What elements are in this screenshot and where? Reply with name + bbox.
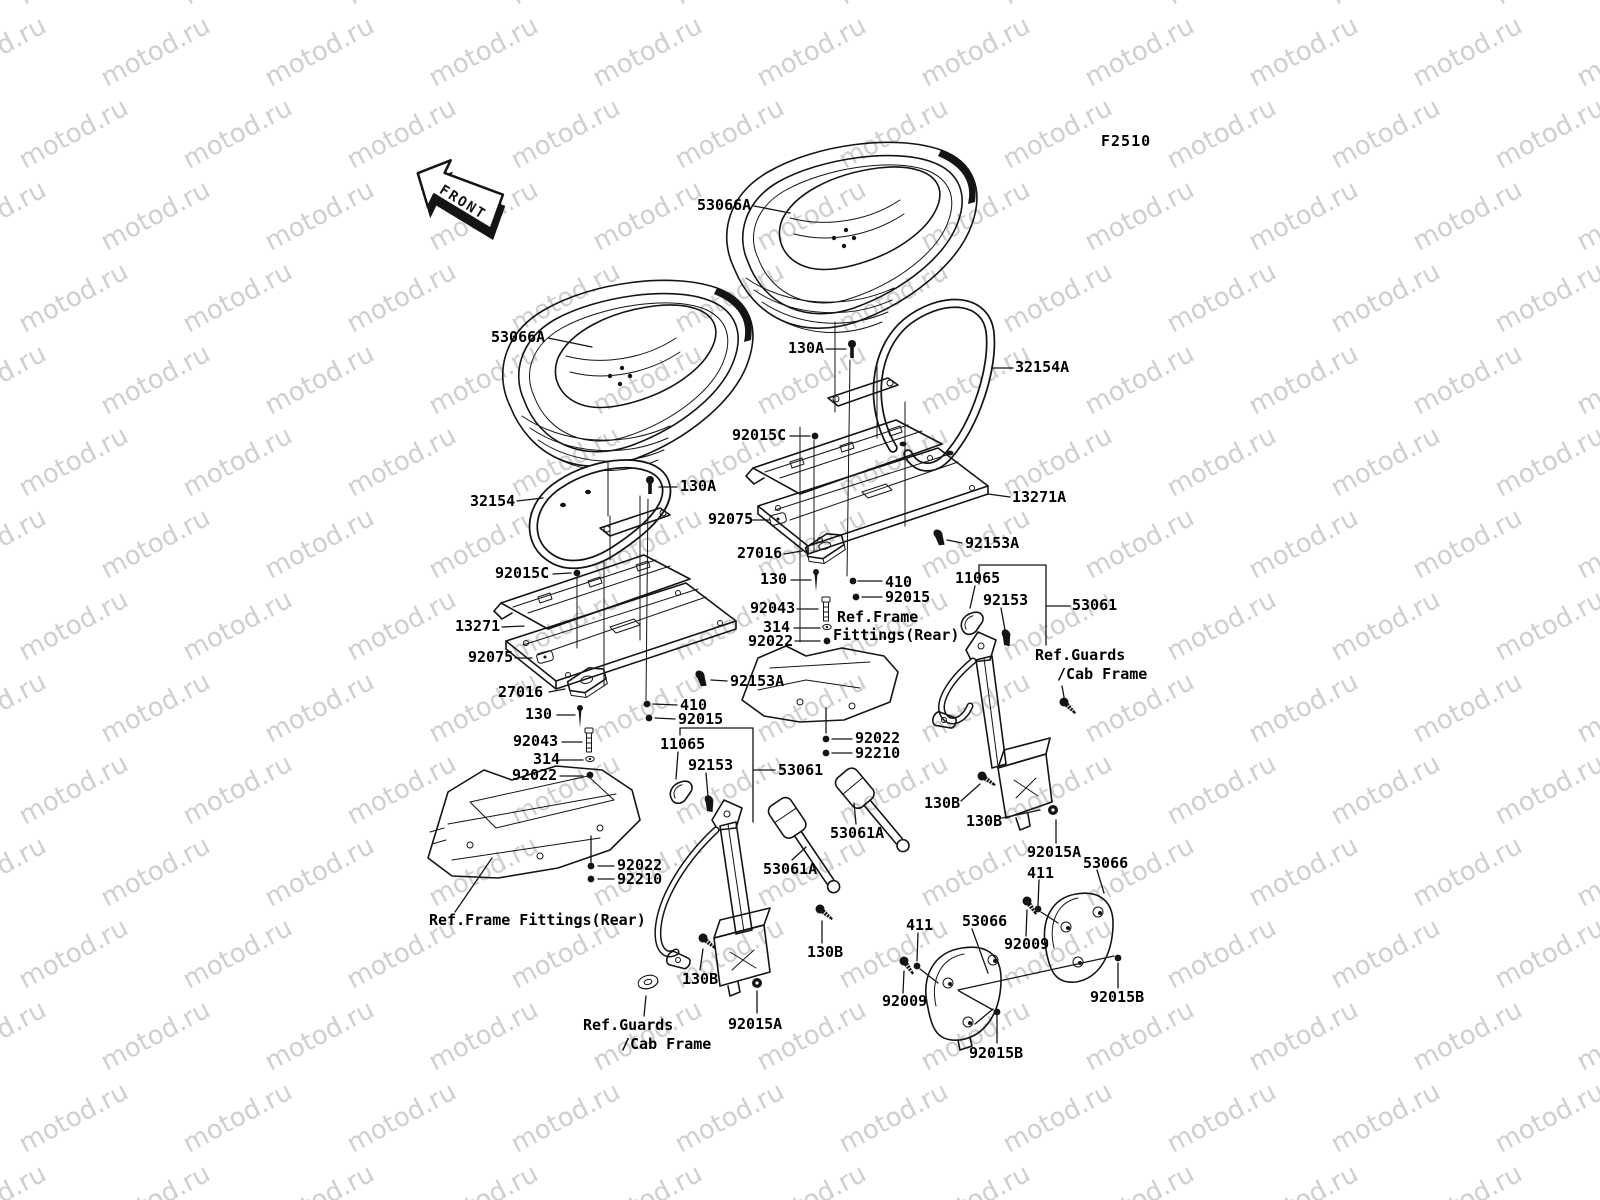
part-label: 53066A <box>697 196 752 214</box>
part-label: 130A <box>788 339 825 357</box>
part-label: 314 <box>533 750 561 768</box>
part-label: 130B <box>924 794 961 812</box>
part-label: 410 <box>885 573 913 591</box>
part-label: 411 <box>1027 864 1055 882</box>
frame-fitting-bracket-right <box>741 645 899 723</box>
seat-belt-left <box>654 799 771 997</box>
seat-belt-right <box>930 631 1053 831</box>
part-label: 53061A <box>830 824 885 842</box>
part-label: 92153 <box>688 756 734 774</box>
part-label: 130 <box>760 570 788 588</box>
belt-buckle-lower <box>767 796 841 894</box>
part-label: 410 <box>680 696 708 714</box>
part-label: 92015C <box>732 426 787 444</box>
part-label: 92015A <box>1027 843 1082 861</box>
part-label: 53061 <box>1072 596 1118 614</box>
part-label: 92153 <box>983 591 1029 609</box>
part-label: 92210 <box>617 870 663 888</box>
part-label: 92022 <box>748 632 794 650</box>
part-label: 92009 <box>882 992 928 1010</box>
part-label: 92153A <box>730 672 785 690</box>
part-label: Fittings(Rear) <box>833 626 960 644</box>
guard-pad-right <box>1043 892 1114 983</box>
part-label: Ref.Guards <box>1035 646 1126 664</box>
part-label: Ref.Frame Fittings(Rear) <box>429 911 646 929</box>
part-label: 32154A <box>1015 358 1070 376</box>
part-label: 11065 <box>955 569 1001 587</box>
seat-back-left <box>501 279 754 472</box>
part-label: 314 <box>763 618 791 636</box>
part-label: 92015A <box>728 1015 783 1033</box>
part-label: 13271 <box>455 617 501 635</box>
part-label: 27016 <box>737 544 783 562</box>
leader-lines <box>454 205 1119 1044</box>
part-label: 92022 <box>617 856 663 874</box>
part-label: 53061A <box>763 860 818 878</box>
part-label: 92015 <box>885 588 931 606</box>
part-label: 13271A <box>1012 488 1067 506</box>
part-label: 92015B <box>969 1044 1024 1062</box>
guard-pad-left <box>925 946 1002 1051</box>
part-label: 92015 <box>678 710 724 728</box>
part-label: 27016 <box>498 683 544 701</box>
part-label: 130B <box>682 970 719 988</box>
diagram-code: F2510 <box>1101 132 1152 150</box>
part-label: 130 <box>525 705 553 723</box>
guard-rail-left <box>528 459 672 570</box>
part-label: 53066 <box>962 912 1008 930</box>
part-label: 32154 <box>470 492 516 510</box>
part-label: 92043 <box>513 732 559 750</box>
part-label: /Cab Frame <box>1057 665 1148 683</box>
part-label: 92022 <box>512 766 558 784</box>
part-label: 130B <box>807 943 844 961</box>
part-label: /Cab Frame <box>621 1035 712 1053</box>
part-label: 92075 <box>708 510 754 528</box>
part-label: 130A <box>680 477 717 495</box>
part-label: 11065 <box>660 735 706 753</box>
part-label: 53061 <box>778 761 824 779</box>
part-label: 92075 <box>468 648 514 666</box>
part-label: Ref.Guards <box>583 1016 674 1034</box>
part-label: 92043 <box>750 599 796 617</box>
belt-buckle-upper <box>834 767 910 853</box>
part-label: 92009 <box>1004 935 1050 953</box>
part-label: 130B <box>966 812 1003 830</box>
part-label: 92210 <box>855 744 901 762</box>
part-label: 92015B <box>1090 988 1145 1006</box>
part-label: 92153A <box>965 534 1020 552</box>
part-label: Ref.Frame <box>837 608 919 626</box>
guard-rail-right <box>872 298 996 472</box>
frame-fitting-bracket-left <box>427 765 641 879</box>
part-label: 411 <box>906 916 934 934</box>
seat-slide-bar-right <box>827 377 899 407</box>
part-label: 53066 <box>1083 854 1129 872</box>
part-label: 92022 <box>855 729 901 747</box>
part-label: 53066A <box>491 328 546 346</box>
front-arrow: FRONT <box>416 159 506 240</box>
part-label: 92015C <box>495 564 550 582</box>
